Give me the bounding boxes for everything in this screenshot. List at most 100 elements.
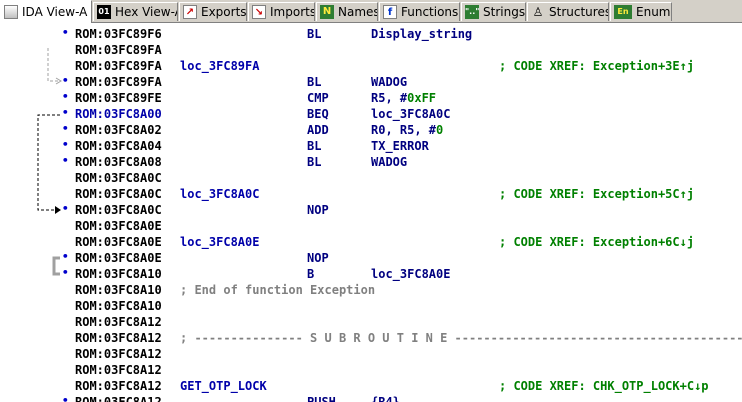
address: ROM:03FC8A10 bbox=[75, 299, 162, 313]
tab-label: Hex View-A bbox=[115, 5, 178, 19]
operands: TX_ERROR bbox=[371, 138, 429, 154]
operands: R5, #0xFF bbox=[371, 90, 436, 106]
names-icon: N bbox=[320, 5, 334, 19]
tab-exports[interactable]: ↗ Exports bbox=[179, 2, 247, 21]
operand-text: WADOG bbox=[371, 75, 408, 89]
instruction-bullet-icon: • bbox=[62, 202, 69, 215]
tab-names[interactable]: N Names bbox=[316, 2, 378, 21]
address: ROM:03FC8A0E bbox=[75, 235, 162, 249]
address: ROM:03FC8A0C bbox=[75, 171, 162, 185]
instruction-bullet-icon: • bbox=[62, 250, 69, 263]
address: ROM:03FC8A10 bbox=[75, 267, 162, 281]
listing-row[interactable]: ROM:03FC8A12 ; --------------- S U B R O … bbox=[0, 330, 742, 346]
address: ROM:03FC8A0C bbox=[75, 203, 162, 217]
listing-row[interactable]: ROM:03FC8A0C bbox=[0, 170, 742, 186]
tab-label: Exports bbox=[201, 5, 247, 19]
listing-row[interactable]: ROM:03FC89FA bbox=[0, 42, 742, 58]
tab-strings[interactable]: ".."Strings bbox=[461, 2, 526, 21]
function-end-comment: ; End of function Exception bbox=[180, 283, 376, 297]
listing-row[interactable]: ROM:03FC8A10; End of function Exception bbox=[0, 282, 742, 298]
code-xref-comment: ; CODE XREF: CHK_OTP_LOCK+C↓p bbox=[499, 379, 709, 393]
tab-label: Strings bbox=[483, 5, 526, 19]
instruction-bullet-icon: • bbox=[62, 154, 69, 167]
tab-label: IDA View-A bbox=[22, 5, 88, 19]
address: ROM:03FC8A08 bbox=[75, 155, 162, 169]
instruction-bullet-icon: • bbox=[62, 394, 69, 402]
tab-label: Enums bbox=[636, 5, 671, 19]
operands: Display_string bbox=[371, 26, 472, 42]
code-xref-comment: ; CODE XREF: Exception+3E↑j bbox=[499, 59, 695, 73]
listing-row[interactable]: • ROM:03FC8A0E NOP bbox=[0, 250, 742, 266]
address: ROM:03FC89FA bbox=[75, 43, 162, 57]
mnemonic: PUSH bbox=[307, 395, 336, 402]
mnemonic: BL bbox=[307, 139, 322, 153]
mnemonic: BL bbox=[307, 155, 322, 169]
operand-text: loc_3FC8A0C bbox=[371, 107, 451, 121]
tab-label: Functions bbox=[401, 5, 459, 19]
address: ROM:03FC8A00 bbox=[75, 107, 162, 121]
address: ROM:03FC8A12 bbox=[75, 315, 162, 329]
instruction-bullet-icon: • bbox=[62, 90, 69, 103]
operands: WADOG bbox=[371, 154, 407, 170]
tab-imports[interactable]: ↘Imports bbox=[248, 2, 315, 21]
operand-text: R0, R5, # bbox=[371, 123, 437, 137]
code-label: GET_OTP_LOCK bbox=[180, 379, 267, 393]
listing-row[interactable]: ROM:03FC8A12 bbox=[0, 314, 742, 330]
address: ROM:03FC8A12 bbox=[75, 395, 162, 402]
instruction-bullet-icon: • bbox=[62, 266, 69, 279]
listing-row[interactable]: ROM:03FC8A0E bbox=[0, 218, 742, 234]
address: ROM:03FC8A0E bbox=[75, 219, 162, 233]
operand-text: R5, # bbox=[371, 91, 408, 105]
mnemonic: NOP bbox=[307, 251, 329, 265]
mnemonic: BL bbox=[307, 27, 322, 41]
branch-arrow-loc-3fc8a0e bbox=[52, 256, 60, 276]
listing-row[interactable]: ROM:03FC8A10 bbox=[0, 298, 742, 314]
address: ROM:03FC89FA bbox=[75, 75, 162, 89]
instruction-bullet-icon: • bbox=[62, 106, 69, 119]
subroutine-separator: ; --------------- S U B R O U T I N E --… bbox=[180, 331, 742, 345]
instruction-bullet-icon: • bbox=[62, 122, 69, 135]
tab-hex-view-a[interactable]: 01 Hex View-A bbox=[93, 2, 178, 21]
operands: loc_3FC8A0E bbox=[371, 266, 450, 282]
listing-row[interactable]: • ROM:03FC8A02 ADD R0, R5, #0 bbox=[0, 122, 742, 138]
immediate-value: 0xFF bbox=[407, 91, 437, 105]
tab-label: Names bbox=[338, 5, 378, 19]
listing-row[interactable]: • ROM:03FC8A12 PUSH {R4} bbox=[0, 394, 742, 402]
exports-icon: ↗ bbox=[183, 5, 197, 19]
operands: {R4} bbox=[371, 394, 400, 402]
immediate-value: 0 bbox=[436, 123, 444, 137]
listing-row[interactable]: ROM:03FC8A12 bbox=[0, 362, 742, 378]
operands: R0, R5, #0 bbox=[371, 122, 443, 138]
structures-icon: ♙ bbox=[532, 5, 544, 19]
tab-enums[interactable]: En Enums bbox=[610, 2, 672, 21]
hex-view-icon: 01 bbox=[97, 5, 111, 19]
listing-row[interactable]: • ROM:03FC8A08 BL WADOG bbox=[0, 154, 742, 170]
tab-structures[interactable]: ♙Structures bbox=[527, 2, 609, 21]
code-label: loc_3FC8A0C bbox=[180, 187, 260, 201]
enums-icon: En bbox=[614, 5, 632, 19]
address: ROM:03FC8A02 bbox=[75, 123, 162, 137]
listing-row[interactable]: ROM:03FC8A12 bbox=[0, 346, 742, 362]
address: ROM:03FC8A0E bbox=[75, 251, 162, 265]
mnemonic: B bbox=[307, 267, 315, 281]
mnemonic: BL bbox=[307, 75, 322, 89]
operand-text: TX_ERROR bbox=[371, 139, 429, 153]
mnemonic: ADD bbox=[307, 123, 329, 137]
tab-ida-view-a[interactable]: IDA View-A bbox=[0, 0, 92, 23]
address: ROM:03FC89F6 bbox=[75, 27, 162, 41]
address: ROM:03FC8A12 bbox=[75, 331, 162, 345]
